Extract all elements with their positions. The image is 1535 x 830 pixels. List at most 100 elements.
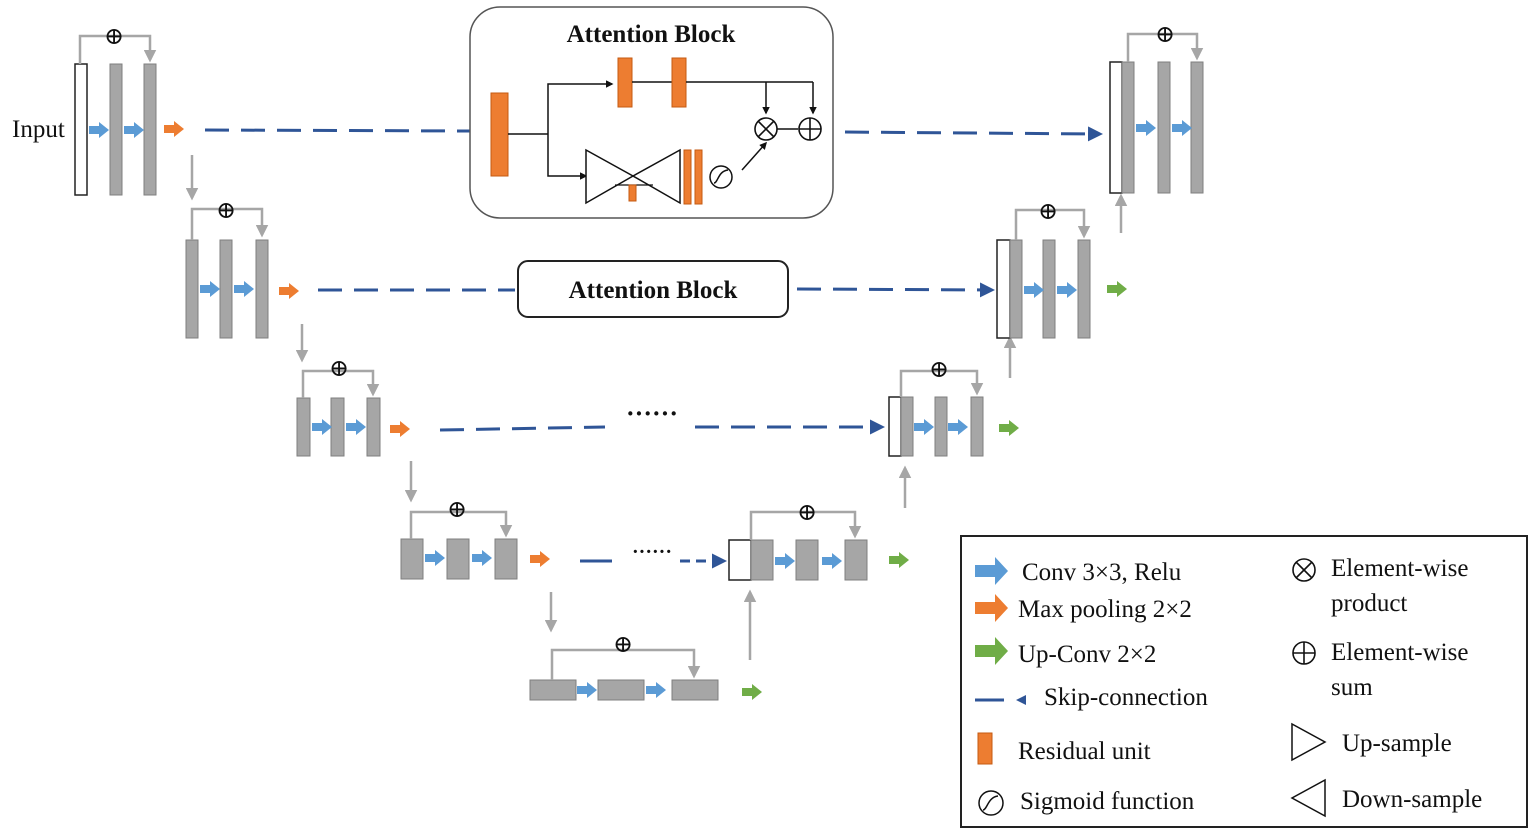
element-wise-product-icon bbox=[757, 120, 775, 138]
residual-unit bbox=[490, 92, 509, 177]
concat-block bbox=[728, 539, 752, 581]
sum-icon: ⊕ bbox=[797, 500, 817, 526]
conv-block bbox=[1077, 239, 1091, 339]
sigmoid-icon bbox=[982, 795, 999, 811]
skip-connection bbox=[796, 282, 995, 298]
down-sample-icon bbox=[1290, 778, 1326, 818]
residual-connection bbox=[899, 369, 984, 397]
conv-block bbox=[494, 538, 518, 580]
upconv-arrow bbox=[1107, 281, 1127, 297]
conv-block bbox=[185, 239, 199, 339]
conv-arrow bbox=[646, 682, 666, 698]
conv-legend-icon bbox=[975, 557, 1008, 585]
encoder-level-1: ⊕ bbox=[74, 24, 199, 201]
concat-block bbox=[996, 239, 1011, 339]
skip-connection bbox=[439, 425, 606, 432]
encoder-level-2: ⊕ bbox=[185, 198, 309, 363]
residual-connection bbox=[1126, 32, 1204, 62]
conv-block bbox=[1190, 61, 1204, 194]
conv-block bbox=[597, 679, 645, 701]
sum-icon: ⊕ bbox=[929, 357, 949, 383]
conv-block bbox=[529, 679, 577, 701]
skip-connection bbox=[204, 128, 471, 133]
residual-connection bbox=[550, 648, 701, 680]
conv-arrow bbox=[914, 419, 934, 435]
sum-icon: ⊕ bbox=[1038, 199, 1058, 225]
upconv-arrow bbox=[889, 552, 909, 568]
conv-arrow bbox=[200, 281, 220, 297]
concat-block bbox=[1109, 61, 1123, 194]
sum-icon: ⊕ bbox=[1155, 22, 1175, 48]
conv-block bbox=[255, 239, 269, 339]
conv-block bbox=[1009, 239, 1023, 339]
legend-skip-label: Skip-connection bbox=[1044, 684, 1208, 711]
residual-unit bbox=[671, 57, 687, 108]
legend-residual-label: Residual unit bbox=[1018, 738, 1151, 765]
conv-block bbox=[844, 539, 868, 581]
bottleneck: ⊕ bbox=[529, 589, 762, 701]
legend-product-label-2: product bbox=[1331, 590, 1407, 617]
sigmoid-icon bbox=[709, 165, 733, 189]
sum-icon: ⊕ bbox=[447, 497, 467, 523]
residual-connection bbox=[1014, 208, 1091, 240]
conv-block bbox=[900, 396, 914, 457]
encoder-level-3: ⊕ bbox=[296, 356, 418, 503]
conv-block bbox=[446, 538, 470, 580]
maxpool-arrow bbox=[390, 421, 410, 437]
conv-arrow bbox=[312, 419, 332, 435]
sigmoid-curve bbox=[713, 169, 729, 184]
conv-arrow bbox=[425, 550, 445, 566]
conv-block bbox=[109, 63, 123, 196]
legend-downsample-label: Down-sample bbox=[1342, 786, 1482, 813]
residual-connection bbox=[301, 369, 380, 398]
conv-arrow bbox=[822, 553, 842, 569]
conv-arrow bbox=[124, 122, 144, 138]
concat-block bbox=[888, 396, 902, 457]
conv-arrow bbox=[89, 122, 109, 138]
conv-block bbox=[934, 396, 948, 457]
ellipsis: ······ bbox=[626, 399, 678, 428]
maxpool-legend-icon bbox=[975, 594, 1008, 622]
attention-path bbox=[547, 134, 588, 180]
conv-arrow bbox=[1172, 120, 1192, 136]
input-label: Input bbox=[12, 116, 65, 143]
skip-connections: ······ ······ bbox=[204, 126, 1103, 569]
legend-product-label-1: Element-wise bbox=[1331, 555, 1468, 582]
residual-unit bbox=[628, 184, 637, 202]
encoder-level-4: ⊕ bbox=[400, 497, 558, 633]
maxpool-arrow bbox=[279, 283, 299, 299]
residual-unit bbox=[617, 57, 633, 108]
up-sample-icon bbox=[1291, 722, 1327, 762]
legend-upsample-label: Up-sample bbox=[1342, 730, 1452, 757]
decoder-level-4: ⊕ bbox=[728, 465, 912, 581]
sum-icon: ⊕ bbox=[216, 198, 236, 224]
conv-block bbox=[795, 539, 819, 581]
conv-block bbox=[750, 539, 774, 581]
conv-block bbox=[1042, 239, 1056, 339]
legend-sigmoid-label: Sigmoid function bbox=[1020, 788, 1195, 815]
attention-block-title: Attention Block bbox=[567, 21, 736, 48]
upconv-legend-icon bbox=[975, 637, 1008, 665]
attention-block-frame bbox=[517, 260, 789, 318]
sigmoid-icon bbox=[978, 790, 1004, 816]
attention-block-label: Attention Block bbox=[569, 277, 738, 304]
residual-connection bbox=[409, 510, 513, 539]
sum-icon: ⊕ bbox=[104, 24, 124, 50]
upconv-arrow bbox=[742, 684, 762, 700]
conv-block bbox=[219, 239, 233, 339]
conv-arrow bbox=[577, 682, 597, 698]
legend-upconv-label: Up-Conv 2×2 bbox=[1018, 641, 1156, 668]
attention-block-frame bbox=[469, 6, 834, 219]
conv-arrow bbox=[234, 281, 254, 297]
legend-frame bbox=[960, 535, 1528, 828]
decoder-level-2: ⊕ bbox=[996, 193, 1128, 339]
decoder-level-3: ⊕ bbox=[888, 335, 1019, 457]
maxpool-arrow bbox=[164, 121, 184, 137]
sum-icon: ⊕ bbox=[329, 356, 349, 382]
legend: Conv 3×3, Relu Max pooling 2×2 Up-Conv 2… bbox=[960, 535, 1528, 828]
conv-arrow bbox=[775, 553, 795, 569]
sum-icon: ⊕ bbox=[613, 632, 633, 658]
conv-block bbox=[1157, 61, 1171, 194]
conv-block bbox=[671, 679, 719, 701]
